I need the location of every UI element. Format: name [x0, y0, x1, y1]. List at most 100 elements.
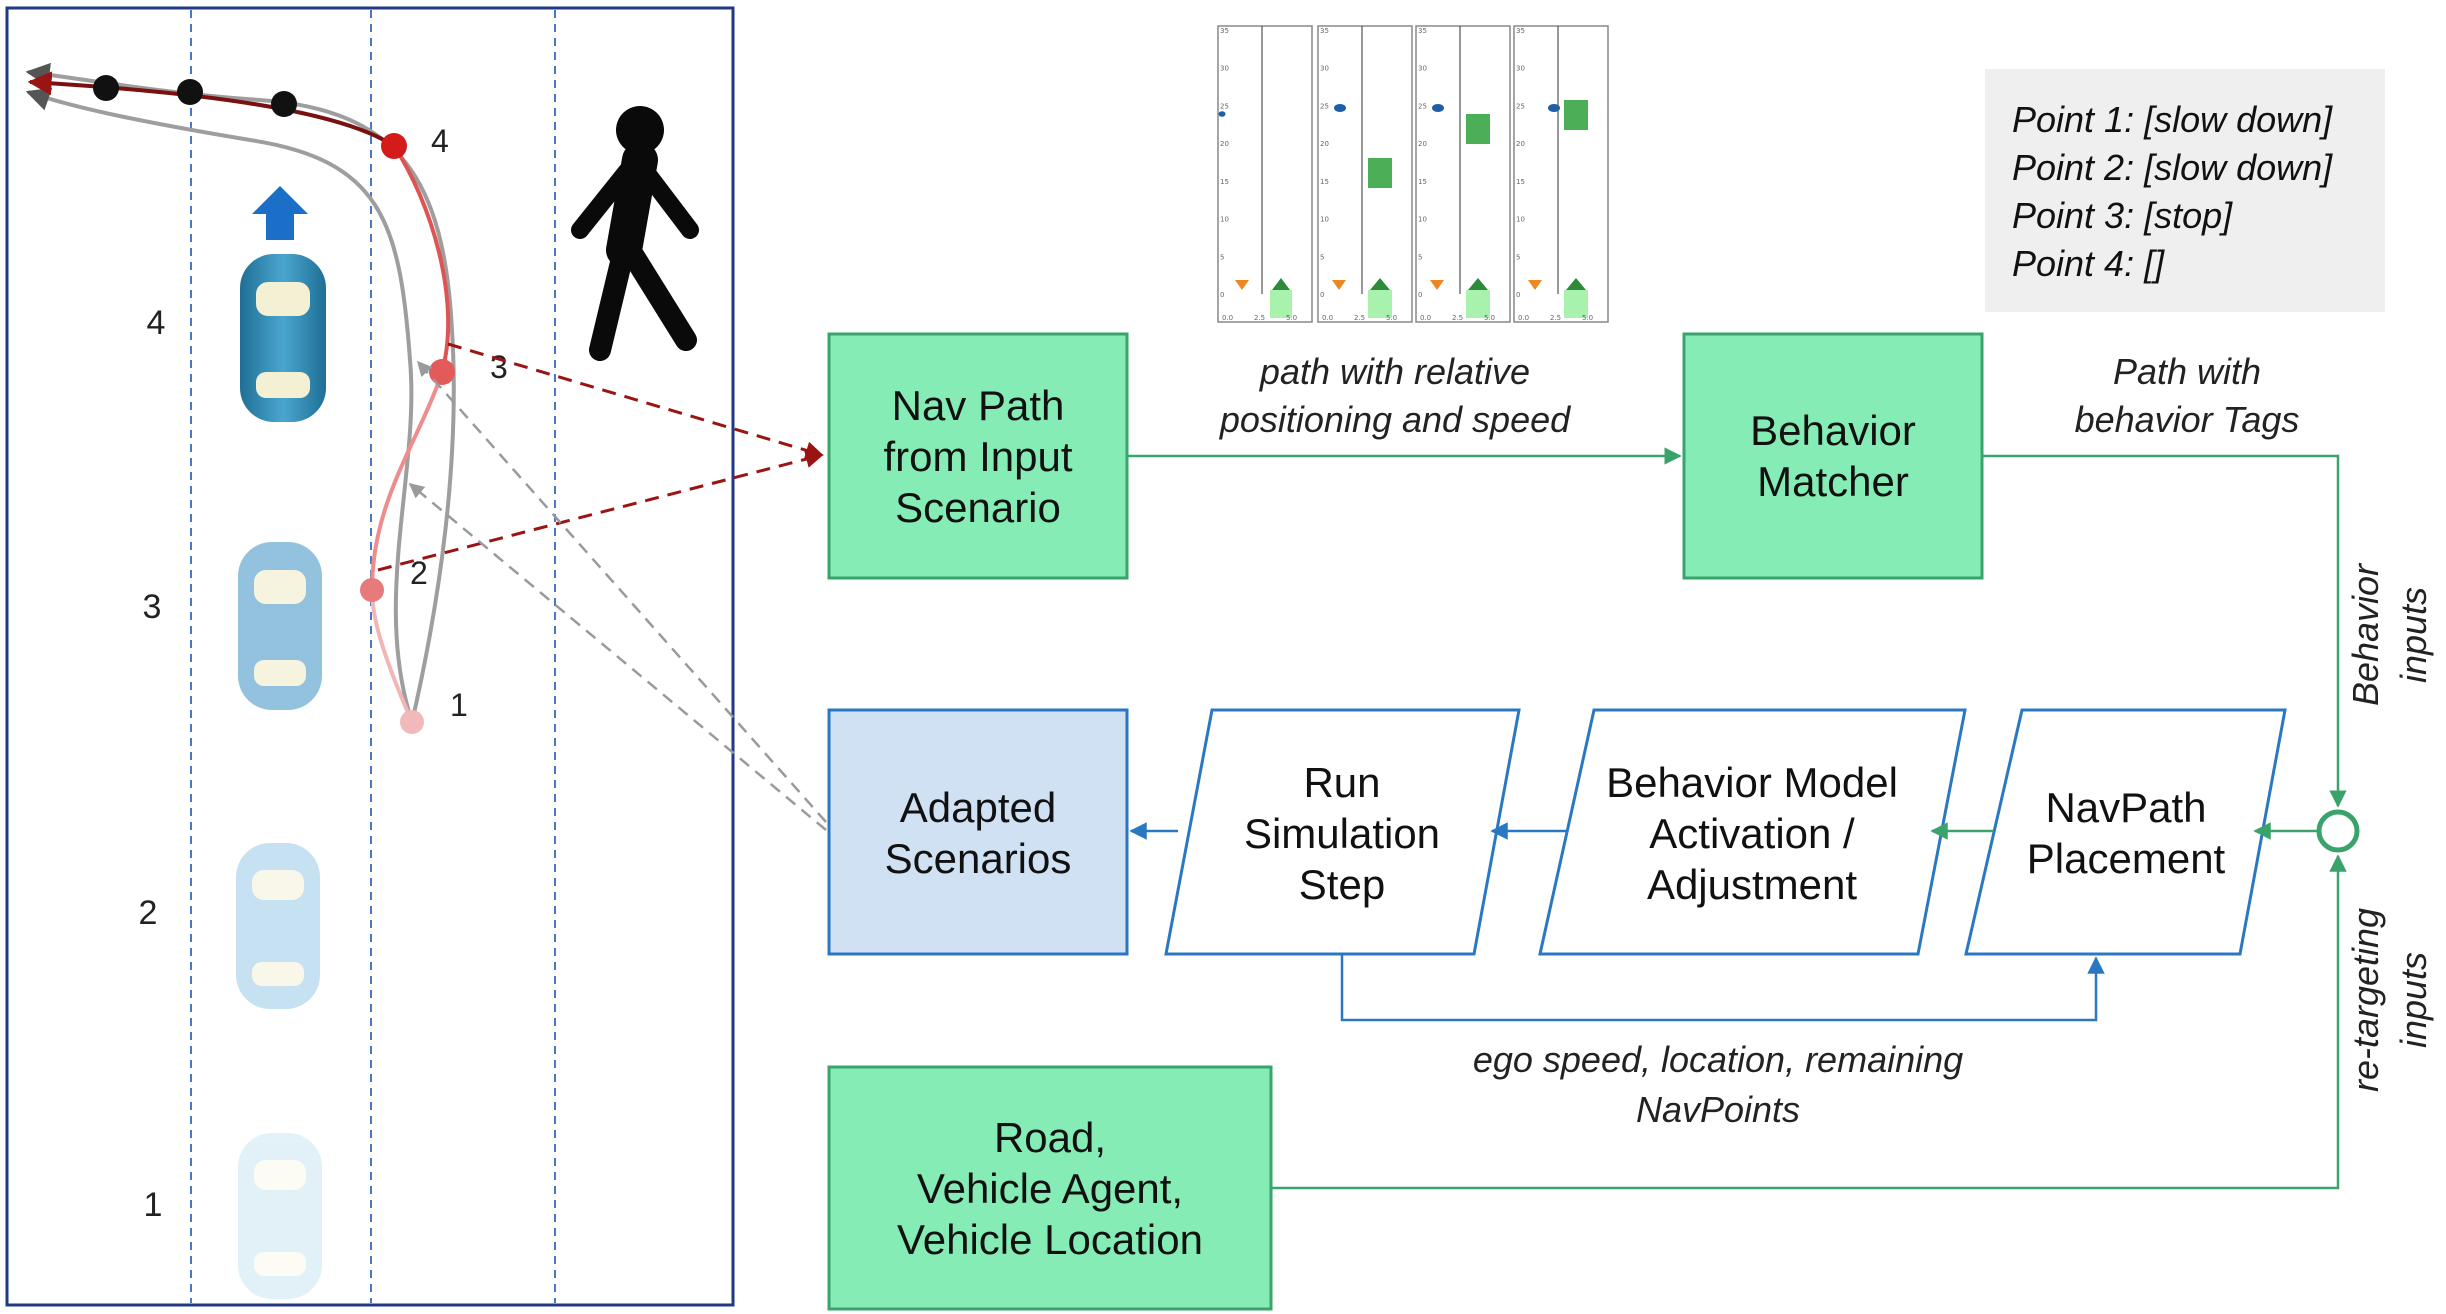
tick-label: 15 [1320, 178, 1329, 186]
box-label: NavPath [2045, 784, 2206, 831]
box-label: Road, [994, 1114, 1106, 1161]
nav-path-box: Nav Path from Input Scenario [827, 332, 1129, 580]
box-label: from Input [883, 433, 1072, 480]
car-icon [236, 843, 320, 1009]
tick-label: 0 [1418, 291, 1422, 299]
edge-label: positioning and speed [1219, 399, 1571, 440]
tick-label: 2.5 [1254, 314, 1265, 322]
adapted-scenarios-box: Adapted Scenarios [827, 708, 1129, 956]
box-label: Simulation [1244, 810, 1440, 857]
behavior-model-box: Behavior Model Activation / Adjustment [1538, 708, 1967, 956]
note-line: Point 2: [slow down] [2012, 147, 2333, 188]
box-label: Scenario [895, 484, 1061, 531]
path-point [429, 359, 455, 385]
edge-label: ego speed, location, remaining [1473, 1039, 1963, 1080]
tick-label: 5 [1418, 253, 1422, 261]
adapted-trajectory-link [408, 483, 827, 831]
edge-label: inputs [2393, 952, 2434, 1048]
path-point [400, 710, 424, 734]
tick-label: 35 [1320, 27, 1329, 35]
tick-label: 5 [1220, 253, 1224, 261]
tick-label: 35 [1220, 27, 1229, 35]
box-label: Behavior [1750, 407, 1916, 454]
flow-arrow [1271, 854, 2347, 1190]
run-simulation-box: Run Simulation Step [1164, 708, 1521, 956]
tick-label: 15 [1418, 178, 1427, 186]
tick-label: 30 [1320, 65, 1329, 73]
candidate-trajectory [25, 87, 414, 723]
trajectory-node [271, 91, 297, 117]
tick-label: 20 [1320, 140, 1329, 148]
trajectory-node [177, 79, 203, 105]
path-point-number: 3 [490, 349, 508, 385]
mini-plot-ticks: 35 30 25 20 15 10 5 0 0.0 2.5 5.0 35 30 25 20 15 10 5 0 0.0… [1220, 27, 1593, 322]
tick-label: 10 [1418, 216, 1427, 224]
edge-label: path with relative [1259, 351, 1530, 392]
chosen-path [370, 371, 444, 591]
tick-label: 10 [1320, 216, 1329, 224]
path-point-link [377, 450, 824, 572]
car-position-number: 4 [147, 304, 166, 342]
tick-label: 5 [1320, 253, 1324, 261]
tick-label: 15 [1516, 178, 1525, 186]
tick-label: 2.5 [1452, 314, 1463, 322]
car-icon [240, 254, 326, 422]
tick-label: 0.0 [1420, 314, 1431, 322]
tick-label: 25 [1516, 102, 1525, 110]
box-label: Adapted [900, 784, 1056, 831]
tick-label: 15 [1220, 178, 1229, 186]
mini-plot [1415, 25, 1511, 323]
edge-label: inputs [2393, 587, 2434, 683]
box-label: Scenarios [885, 835, 1072, 882]
tick-label: 5.0 [1484, 314, 1495, 322]
road-vehicle-box: Road, Vehicle Agent, Vehicle Location [827, 1065, 1273, 1311]
box-label: Run [1303, 759, 1380, 806]
path-point-number: 4 [431, 123, 449, 159]
chosen-path [392, 144, 451, 373]
edge-label: Behavior [2345, 562, 2386, 706]
navpath-placement-box: NavPath Placement [1964, 708, 2287, 956]
tick-label: 5.0 [1582, 314, 1593, 322]
edge-label: behavior Tags [2075, 399, 2300, 440]
box-label: Behavior Model [1606, 759, 1898, 806]
tick-label: 20 [1220, 140, 1229, 148]
adapted-trajectory-link [417, 360, 827, 823]
tick-label: 30 [1220, 65, 1229, 73]
flow-arrow [1982, 454, 2347, 808]
box-label: Placement [2027, 835, 2226, 882]
feedback-arrow [1340, 954, 2105, 1022]
road-panel: 4 3 2 1 [5, 6, 735, 1307]
path-point-number: 1 [450, 687, 468, 723]
tick-label: 30 [1516, 65, 1525, 73]
tick-label: 25 [1418, 102, 1427, 110]
note-background [1985, 69, 2385, 312]
box-label: Step [1299, 861, 1385, 908]
tick-label: 20 [1516, 140, 1525, 148]
behavior-matcher-box: Behavior Matcher [1682, 332, 1984, 580]
edge-label: re-targeting [2345, 908, 2386, 1092]
tick-label: 5 [1516, 253, 1520, 261]
tick-label: 0.0 [1322, 314, 1333, 322]
mini-plot [1513, 25, 1609, 323]
relative-position-plots: 35 30 25 20 15 10 5 0 0.0 2.5 5.0 35 30 25 20 15 10 5 0 0.0… [1217, 25, 1609, 323]
behavior-inputs-label: Behavior inputs [2345, 562, 2434, 706]
box-label: Adjustment [1647, 861, 1857, 908]
pedestrian-icon [571, 106, 699, 361]
tick-label: 10 [1220, 216, 1229, 224]
edge-label: Path with [2113, 351, 2261, 392]
tick-label: 2.5 [1354, 314, 1365, 322]
car-position-number: 2 [139, 894, 158, 932]
tick-label: 10 [1516, 216, 1525, 224]
heading-arrow-icon [252, 186, 308, 240]
box-label: Vehicle Agent, [917, 1165, 1183, 1212]
note-line: Point 1: [slow down] [2012, 99, 2333, 140]
retargeting-inputs-label: re-targeting inputs [2345, 908, 2434, 1092]
tick-label: 5.0 [1286, 314, 1297, 322]
box-label: Matcher [1757, 458, 1909, 505]
car-icon [238, 1133, 322, 1299]
merge-junction [2316, 809, 2360, 853]
box-label: Vehicle Location [897, 1216, 1203, 1263]
tick-label: 35 [1418, 27, 1427, 35]
tick-label: 0 [1320, 291, 1324, 299]
